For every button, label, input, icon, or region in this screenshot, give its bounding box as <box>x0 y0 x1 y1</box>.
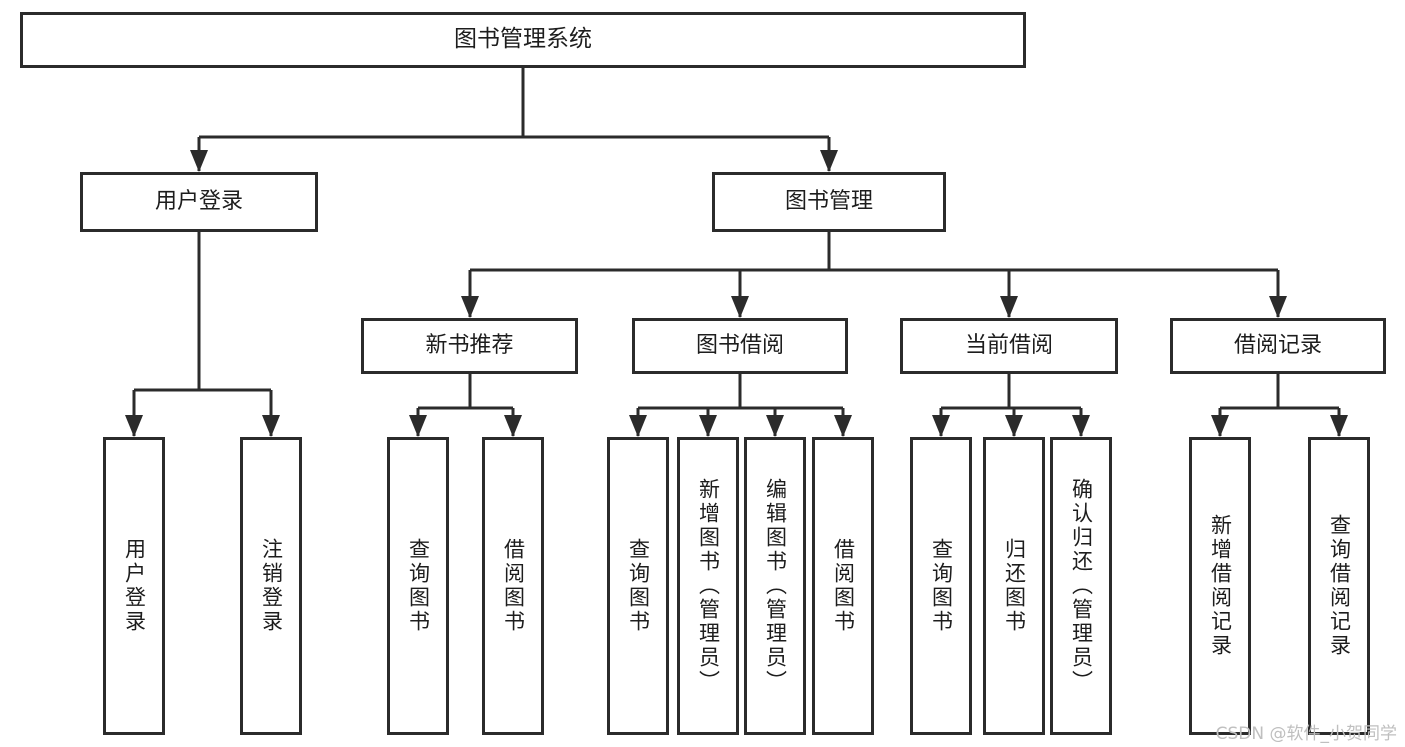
arrow-head-icon <box>125 415 143 437</box>
node-l-add-record[interactable]: 新增借阅记录 <box>1189 437 1251 735</box>
node-label: 图书借阅 <box>695 333 784 359</box>
arrow-head-icon <box>1330 415 1348 437</box>
node-n-book-mgmt[interactable]: 图书管理 <box>712 172 946 232</box>
node-l-return-book[interactable]: 归还图书 <box>983 437 1045 735</box>
node-label: 注销登录 <box>259 538 284 634</box>
arrow-head-icon <box>1000 296 1018 318</box>
node-label: 编辑图书（管理员） <box>763 478 788 694</box>
node-label: 借阅图书 <box>831 538 856 634</box>
node-n-current[interactable]: 当前借阅 <box>900 318 1118 374</box>
arrow-head-icon <box>461 296 479 318</box>
arrow-head-icon <box>262 415 280 437</box>
arrow-head-icon <box>731 296 749 318</box>
arrow-head-icon <box>932 415 950 437</box>
node-n-borrow[interactable]: 图书借阅 <box>632 318 848 374</box>
node-l-query-book-c[interactable]: 查询图书 <box>910 437 972 735</box>
node-l-logout[interactable]: 注销登录 <box>240 437 302 735</box>
node-label: 归还图书 <box>1002 538 1027 634</box>
watermark: CSDN @软件_小贺同学 <box>1215 724 1397 744</box>
arrow-head-icon <box>699 415 717 437</box>
arrow-head-icon <box>629 415 647 437</box>
node-label: 用户登录 <box>154 189 243 215</box>
node-n-record[interactable]: 借阅记录 <box>1170 318 1386 374</box>
node-l-borrow-book-new[interactable]: 借阅图书 <box>482 437 544 735</box>
node-l-query-book-new[interactable]: 查询图书 <box>387 437 449 735</box>
node-label: 借阅记录 <box>1233 333 1322 359</box>
arrow-head-icon <box>1211 415 1229 437</box>
node-l-borrow-book-b[interactable]: 借阅图书 <box>812 437 874 735</box>
arrow-head-icon <box>1269 296 1287 318</box>
node-l-edit-book[interactable]: 编辑图书（管理员） <box>744 437 806 735</box>
arrow-head-icon <box>409 415 427 437</box>
node-label: 确认归还（管理员） <box>1069 478 1094 694</box>
node-label: 图书管理 <box>784 189 873 215</box>
node-label: 查询图书 <box>406 538 431 634</box>
node-label: 新增图书（管理员） <box>696 478 721 694</box>
node-n-user-login[interactable]: 用户登录 <box>80 172 318 232</box>
node-l-confirm-return[interactable]: 确认归还（管理员） <box>1050 437 1112 735</box>
node-label: 查询借阅记录 <box>1327 514 1352 658</box>
arrow-head-icon <box>834 415 852 437</box>
node-l-query-record[interactable]: 查询借阅记录 <box>1308 437 1370 735</box>
node-label: 当前借阅 <box>964 333 1053 359</box>
node-label: 借阅图书 <box>501 538 526 634</box>
node-label: 新书推荐 <box>425 333 514 359</box>
arrow-head-icon <box>766 415 784 437</box>
node-label: 图书管理系统 <box>454 26 592 53</box>
arrow-head-icon <box>1005 415 1023 437</box>
node-label: 新增借阅记录 <box>1208 514 1233 658</box>
arrow-head-icon <box>820 150 838 172</box>
node-label: 用户登录 <box>122 538 147 634</box>
node-l-add-book[interactable]: 新增图书（管理员） <box>677 437 739 735</box>
arrow-head-icon <box>190 150 208 172</box>
node-l-user-login[interactable]: 用户登录 <box>103 437 165 735</box>
node-label: 查询图书 <box>929 538 954 634</box>
arrow-head-icon <box>1072 415 1090 437</box>
node-label: 查询图书 <box>626 538 651 634</box>
node-n-new-book[interactable]: 新书推荐 <box>361 318 578 374</box>
node-root[interactable]: 图书管理系统 <box>20 12 1026 68</box>
node-l-query-book-b[interactable]: 查询图书 <box>607 437 669 735</box>
arrow-head-icon <box>504 415 522 437</box>
